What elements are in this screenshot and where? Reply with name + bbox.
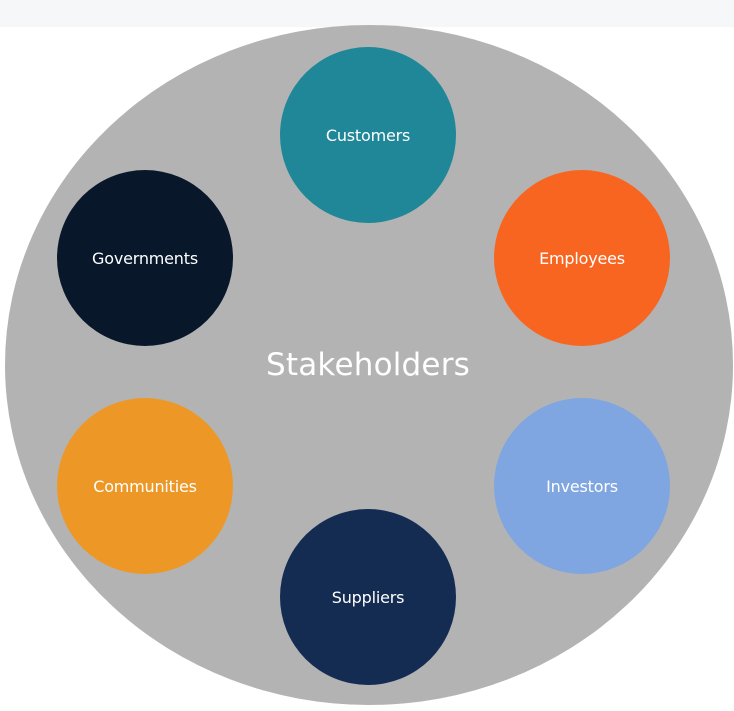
node-communities: Communities	[57, 398, 233, 574]
node-label-investors: Investors	[546, 476, 618, 496]
node-label-communities: Communities	[93, 476, 197, 496]
node-label-customers: Customers	[325, 125, 411, 145]
node-customers: Customers	[280, 47, 456, 223]
top-bar	[0, 0, 734, 27]
node-label-governments: Governments	[92, 248, 198, 268]
node-employees: Employees	[494, 170, 670, 346]
node-suppliers: Suppliers	[280, 509, 456, 685]
node-label-suppliers: Suppliers	[331, 587, 405, 607]
center-label: Stakeholders	[265, 347, 471, 383]
node-investors: Investors	[494, 398, 670, 574]
node-label-employees: Employees	[539, 248, 625, 268]
node-governments: Governments	[57, 170, 233, 346]
